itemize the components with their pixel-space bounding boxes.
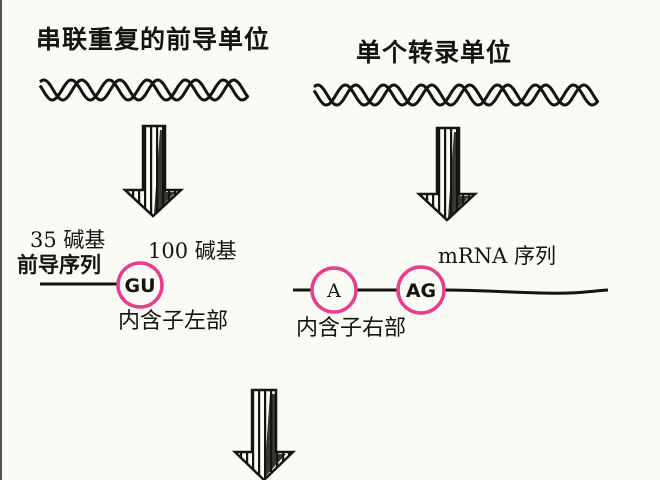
- site-ag-text: AG: [406, 280, 436, 302]
- title-tandem-repeat-leader: 串联重复的前导单位: [36, 25, 271, 54]
- left-border: [0, 0, 2, 480]
- down-arrow-bottom: [231, 388, 297, 480]
- label-intron-right: 内含子右部: [296, 316, 407, 341]
- site-gu-text: GU: [124, 275, 155, 297]
- down-arrow-right: [415, 126, 479, 222]
- label-intron-left: 内含子左部: [118, 309, 229, 334]
- dna-helix-right: [312, 83, 600, 107]
- site-a-text: A: [326, 280, 341, 302]
- highlight-circle-gu: [116, 261, 164, 309]
- helix-strand-1: [39, 78, 250, 102]
- ag-splice-site: AG: [396, 265, 446, 315]
- label-leader-sequence: 前导序列: [17, 253, 101, 277]
- label-100-bases: 100 碱基: [148, 239, 237, 263]
- helix-strand-1: [313, 83, 600, 107]
- highlight-circle-ag: [396, 265, 446, 315]
- dna-helix-left: [38, 78, 250, 102]
- helix-strand-2: [38, 78, 250, 102]
- highlight-circle-a: [310, 266, 358, 314]
- a-branch-site: A: [310, 266, 358, 314]
- down-arrow-left: [121, 124, 185, 218]
- title-single-transcription-unit: 单个转录单位: [356, 38, 513, 67]
- helix-strand-2: [312, 83, 600, 107]
- mrna-sequence-line: [293, 288, 609, 295]
- gu-splice-site: GU: [116, 261, 164, 309]
- label-35-bases: 35 碱基: [30, 228, 106, 252]
- label-mrna-sequence: mRNA 序列: [438, 244, 556, 268]
